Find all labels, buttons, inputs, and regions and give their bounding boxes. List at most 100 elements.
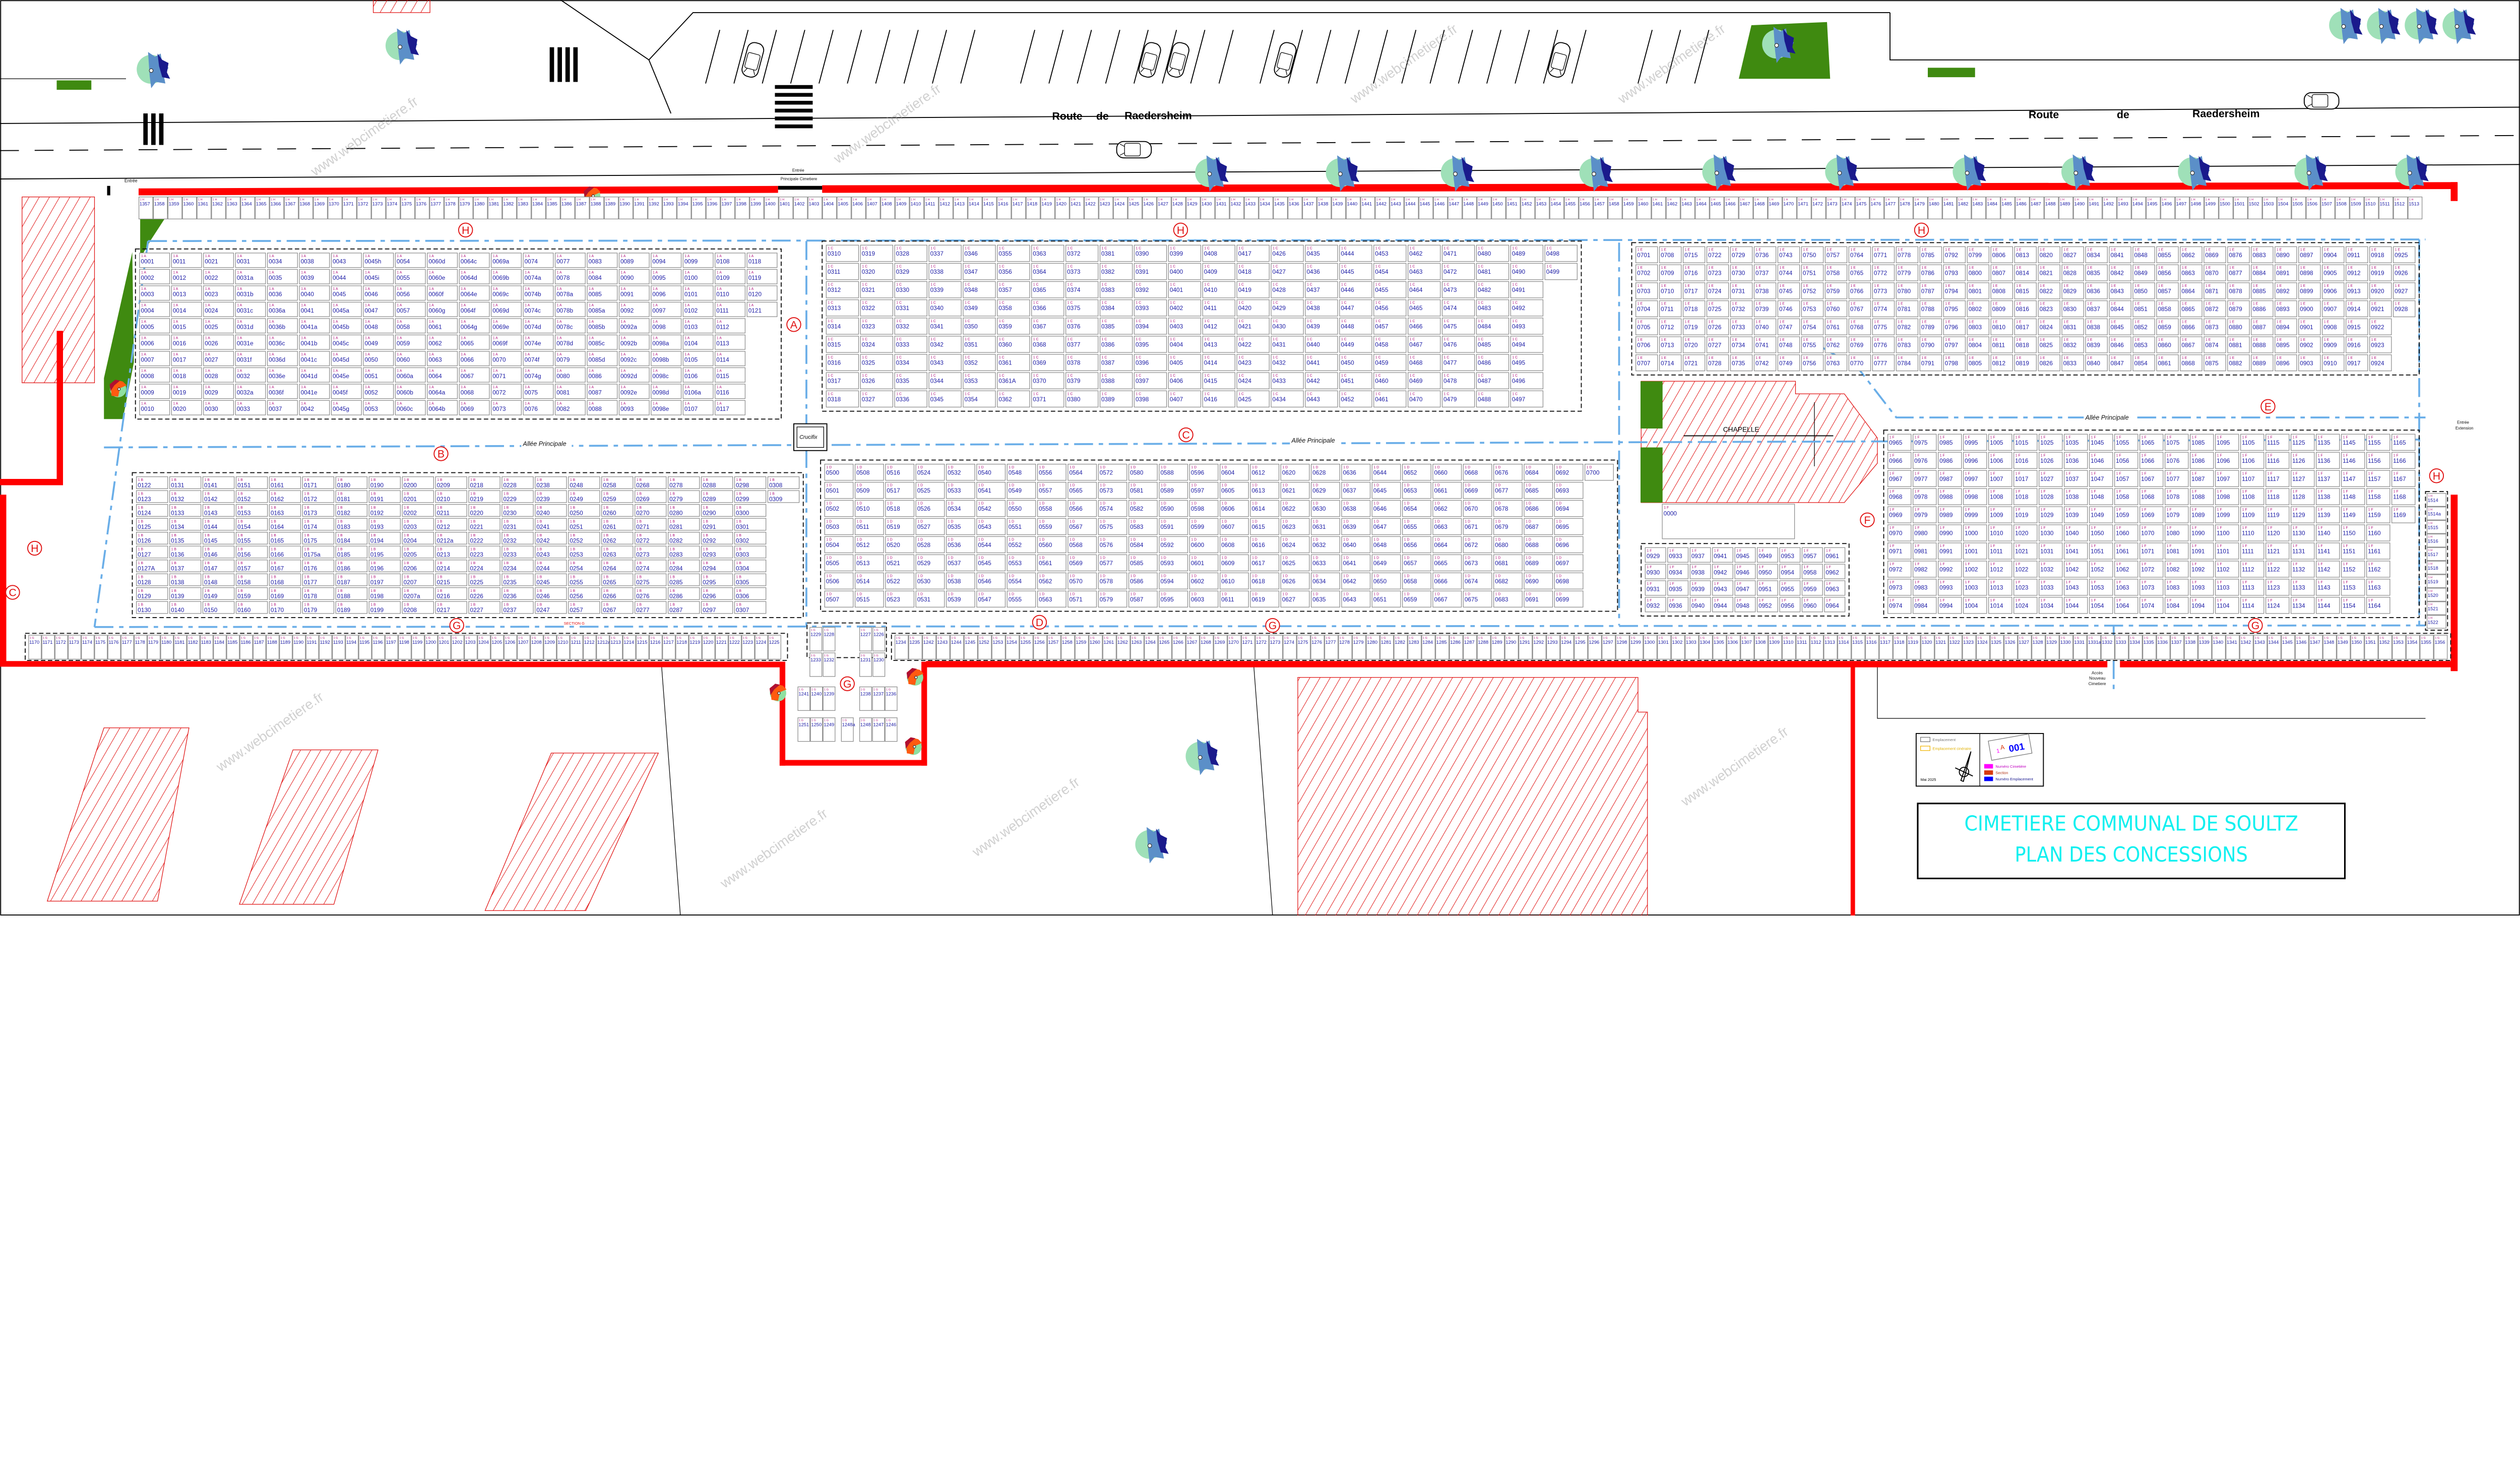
- plot-g[interactable]: 1 G1243: [936, 635, 951, 660]
- plot-c[interactable]: 1 C0400: [1168, 263, 1202, 280]
- plot-h[interactable]: 1 H1400: [764, 197, 779, 219]
- plot-e[interactable]: 1 E0727: [1706, 336, 1729, 353]
- plot-e[interactable]: 1 E0910: [2322, 354, 2345, 372]
- plot-d[interactable]: 1 D0620: [1280, 464, 1310, 481]
- plot-g[interactable]: 1 G1223: [741, 635, 755, 660]
- plot-h[interactable]: 1 H1482: [1957, 197, 1972, 219]
- plot-h[interactable]: 1 H1467: [1738, 197, 1753, 219]
- plot-a[interactable]: 1 A0095: [651, 269, 682, 284]
- plot-c[interactable]: 1 C0486: [1476, 354, 1509, 371]
- plot-a[interactable]: 1 A0064a: [427, 384, 458, 399]
- plot-b[interactable]: 1 B0206: [402, 560, 434, 572]
- plot-c[interactable]: 1 C0345: [928, 390, 962, 408]
- plot-f[interactable]: 1 F1006: [1988, 452, 2012, 469]
- plot-h[interactable]: 1 H1357: [139, 197, 153, 219]
- plot-a[interactable]: 1 A0041c: [299, 351, 330, 367]
- plot-d[interactable]: 1 D0675: [1463, 590, 1492, 607]
- plot-g[interactable]: 1 G1210: [556, 635, 570, 660]
- plot-f[interactable]: 1 F1016: [2013, 452, 2038, 469]
- plot-g[interactable]: 1 G1171: [41, 635, 55, 660]
- plot-a[interactable]: 1 A0121: [746, 301, 778, 317]
- plot-d[interactable]: 1 D0608: [1220, 536, 1249, 554]
- plot-c[interactable]: 1 C0417: [1236, 245, 1270, 262]
- plot-h[interactable]: 1 H1360: [182, 197, 197, 219]
- plot-e[interactable]: 1 E0851: [2132, 300, 2155, 318]
- plot-f[interactable]: 1 F1090: [2190, 524, 2214, 541]
- plot-f[interactable]: 1 F0937: [1689, 547, 1711, 563]
- plot-e[interactable]: 1 E0757: [1824, 246, 1848, 263]
- plot-c[interactable]: 1 C0440: [1305, 336, 1338, 353]
- plot-d[interactable]: 1 D0615: [1250, 518, 1280, 535]
- plot-c[interactable]: 1 C0399: [1168, 245, 1202, 262]
- plot-b[interactable]: 1 B0275: [635, 573, 667, 586]
- plot-f[interactable]: 1 F1033: [2039, 579, 2063, 596]
- plot-c[interactable]: 1 C0454: [1373, 263, 1407, 280]
- plot-d[interactable]: 1 D0636: [1341, 464, 1371, 481]
- plot-c[interactable]: 1 C0436: [1305, 263, 1338, 280]
- plot-e[interactable]: 1 E0897: [2298, 246, 2321, 263]
- plot-g[interactable]: 1 G1248a: [841, 717, 855, 742]
- plot-h[interactable]: 1 H1512: [2393, 197, 2408, 219]
- plot-c[interactable]: 1 C0465: [1408, 299, 1441, 317]
- plot-a[interactable]: 1 A0048: [363, 318, 394, 334]
- plot-f[interactable]: 1 F1022: [2013, 561, 2038, 578]
- plot-a[interactable]: 1 A0087: [587, 384, 618, 399]
- plot-d[interactable]: 1 D0576: [1098, 536, 1127, 554]
- plot-d[interactable]: 1 D0670: [1463, 500, 1492, 517]
- plot-f[interactable]: 1 F0998: [1963, 488, 1987, 505]
- plot-b[interactable]: 1 B0250: [568, 504, 600, 517]
- plot-g[interactable]: 1 G1229: [809, 627, 823, 651]
- plot-c[interactable]: 1 C0353: [963, 372, 996, 390]
- plot-c[interactable]: 1 C0395: [1133, 336, 1167, 353]
- plot-f[interactable]: 1 F1002: [1963, 561, 1987, 578]
- plot-g[interactable]: 1 G1331a: [2087, 635, 2102, 660]
- plot-c[interactable]: 1 C0412: [1202, 318, 1236, 335]
- plot-a[interactable]: 1 A0096: [651, 285, 682, 301]
- plot-f[interactable]: 1 F0940: [1689, 597, 1711, 613]
- plot-d[interactable]: 1 D0569: [1067, 554, 1097, 572]
- plot-g[interactable]: 1 G1349: [2337, 635, 2351, 660]
- plot-d[interactable]: 1 D0587: [1128, 590, 1158, 607]
- plot-e[interactable]: 1 E0761: [1824, 318, 1848, 335]
- plot-h[interactable]: 1 H1393: [662, 197, 677, 219]
- plot-c[interactable]: 1 C0325: [860, 354, 894, 371]
- plot-e[interactable]: 1 E0721: [1682, 354, 1706, 372]
- plot-d[interactable]: 1 D0593: [1159, 554, 1188, 572]
- plot-d[interactable]: 1 D0539: [946, 590, 975, 607]
- plot-g[interactable]: 1 G1242: [922, 635, 936, 660]
- plot-e[interactable]: 1 E0893: [2275, 300, 2297, 318]
- plot-b[interactable]: 1 B0160: [235, 601, 268, 614]
- plot-d[interactable]: 1 D0506: [824, 572, 854, 590]
- plot-c[interactable]: 1 C0422: [1236, 336, 1270, 353]
- plot-d[interactable]: 1 D0565: [1067, 481, 1097, 499]
- plot-h[interactable]: 1 H1476: [1869, 197, 1884, 219]
- plot-a[interactable]: 1 A0001: [139, 253, 170, 268]
- plot-f[interactable]: 1 F1143: [2316, 579, 2340, 596]
- plot-f[interactable]: 1 F1144: [2316, 597, 2340, 614]
- plot-e[interactable]: 1 E0750: [1801, 246, 1824, 263]
- plot-e[interactable]: 1 E0749: [1777, 354, 1800, 372]
- plot-c[interactable]: 1 C0374: [1065, 281, 1099, 298]
- plot-c[interactable]: 1 C0475: [1441, 318, 1475, 335]
- plot-a[interactable]: 1 A0035: [267, 269, 298, 284]
- plot-h[interactable]: 1 H1447: [1447, 197, 1463, 219]
- plot-h[interactable]: 1 H1411: [924, 197, 939, 219]
- plot-a[interactable]: 1 A0060f: [427, 285, 458, 301]
- plot-g[interactable]: 1 G1250: [810, 717, 823, 742]
- plot-d[interactable]: 1 D0663: [1432, 518, 1462, 535]
- plot-h[interactable]: 1 H1459: [1622, 197, 1637, 219]
- plot-h[interactable]: 1 H1484: [1986, 197, 2001, 219]
- plot-d[interactable]: 1 D0602: [1189, 572, 1219, 590]
- plot-h[interactable]: 1 H1406: [851, 197, 866, 219]
- plot-e[interactable]: 1 E0926: [2393, 264, 2416, 281]
- plot-g[interactable]: 1 G1191: [305, 635, 319, 660]
- plot-a[interactable]: 1 A0075: [523, 384, 554, 399]
- plot-f[interactable]: 1 F1121: [2265, 542, 2290, 560]
- plot-b[interactable]: 1 B0234: [501, 560, 534, 572]
- plot-b[interactable]: 1 B0188: [335, 587, 368, 600]
- plot-d[interactable]: 1 D0696: [1554, 536, 1584, 554]
- plot-f[interactable]: 1 F1165: [2391, 434, 2416, 451]
- plot-f[interactable]: 1 F1065: [2139, 434, 2164, 451]
- plot-c[interactable]: 1 C0489: [1510, 245, 1544, 262]
- plot-e[interactable]: 1 E0888: [2251, 336, 2274, 353]
